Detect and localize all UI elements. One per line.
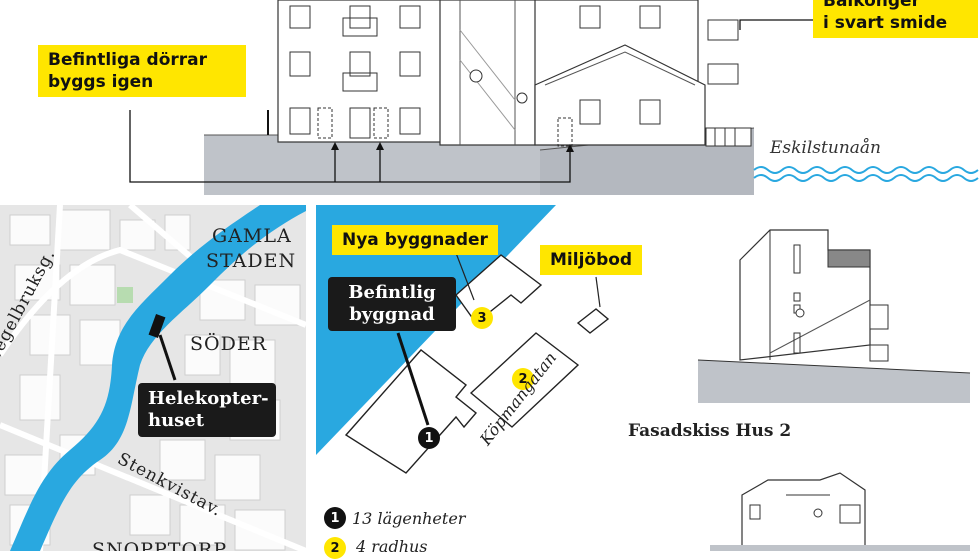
miljobod-label: Miljöbod bbox=[540, 245, 643, 275]
river-label: Eskilstunaån bbox=[770, 138, 881, 158]
facade-caption: Fasadskiss Hus 2 bbox=[628, 421, 792, 441]
new-buildings-label: Nya byggnader bbox=[332, 225, 498, 255]
district-staden: STADEN bbox=[206, 250, 297, 272]
legend-1-text: 13 lägenheter bbox=[352, 509, 466, 528]
city-map: GAMLA STADEN SÖDER SNOPPTORP Tegelbruksg… bbox=[0, 205, 306, 551]
building-3-badge: 3 bbox=[471, 307, 493, 329]
balconies-label-line2: i svart smide bbox=[823, 13, 948, 33]
facade-sketch: Fasadskiss Hus 2 bbox=[628, 205, 980, 551]
facade-sketch-drawing bbox=[697, 229, 971, 551]
legend-2-badge: 2 bbox=[324, 537, 346, 559]
helekopterhuset-line2: huset bbox=[148, 410, 205, 431]
existing-building-line2: byggnad bbox=[349, 304, 435, 325]
district-snopptorp: SNOPPTORP bbox=[92, 539, 228, 551]
legend-2-text: 4 radhus bbox=[356, 537, 428, 556]
facade-elevation: Befintliga dörrar byggs igen Balkonger i… bbox=[0, 0, 980, 200]
legend-1-badge: 1 bbox=[324, 507, 346, 529]
balconies-label: Balkonger i svart smide bbox=[813, 0, 978, 38]
existing-building-label: Befintlig byggnad bbox=[328, 277, 456, 331]
district-gamla: GAMLA bbox=[212, 225, 292, 247]
doors-label-line2: byggs igen bbox=[48, 72, 154, 92]
helekopterhuset-label: Helekopter- huset bbox=[138, 383, 276, 437]
facade-elevation-drawing bbox=[129, 0, 979, 195]
existing-building-line1: Befintlig bbox=[348, 282, 436, 303]
site-plan: Nya byggnader Miljöbod Befintlig byggnad… bbox=[316, 205, 690, 559]
helekopterhuset-line1: Helekopter- bbox=[148, 388, 269, 409]
doors-label-line1: Befintliga dörrar bbox=[48, 50, 208, 70]
district-soder: SÖDER bbox=[190, 333, 268, 355]
balconies-label-line1: Balkonger bbox=[823, 0, 920, 11]
building-2-badge: 2 bbox=[512, 368, 534, 390]
doors-label: Befintliga dörrar byggs igen bbox=[38, 45, 246, 97]
building-1-badge: 1 bbox=[418, 427, 440, 449]
